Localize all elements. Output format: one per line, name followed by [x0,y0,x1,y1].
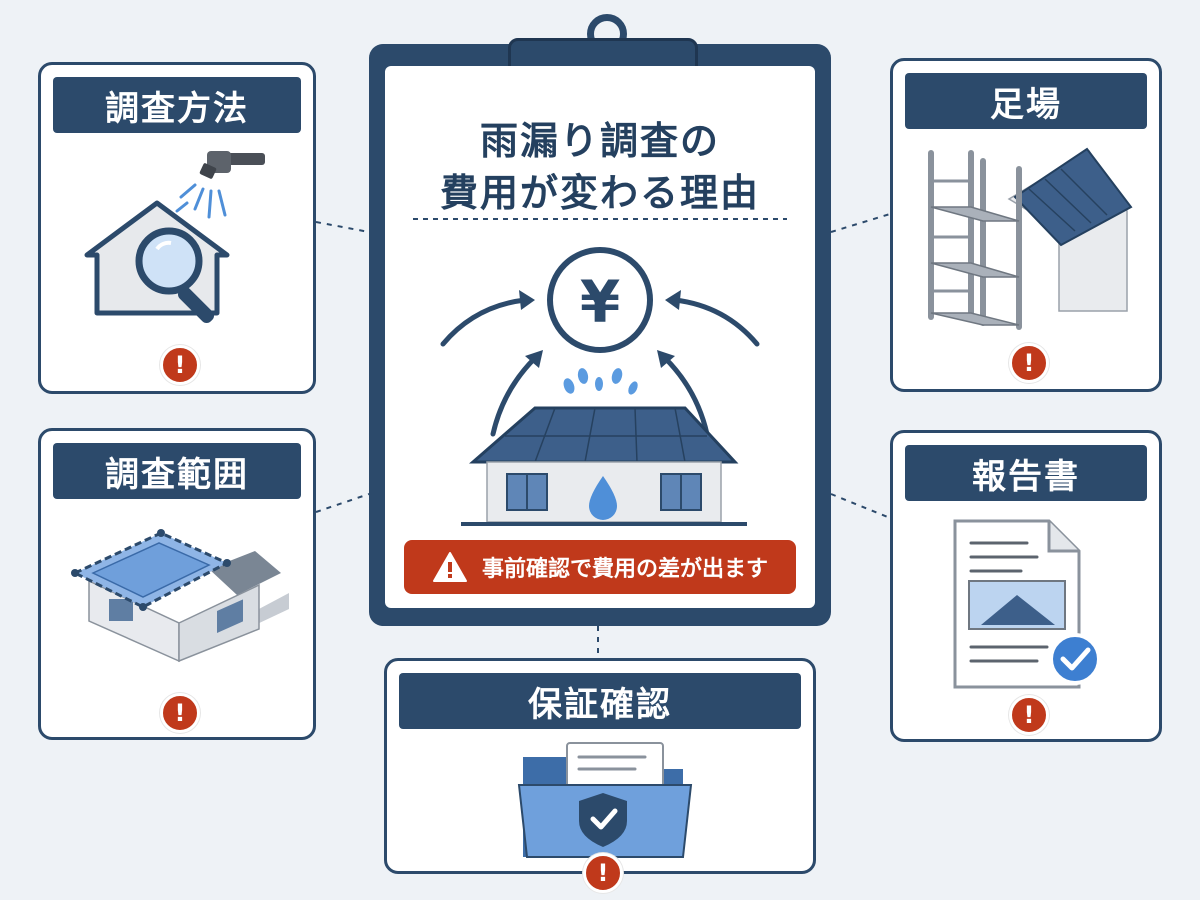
checkmark-icon [1049,633,1101,685]
card-label-warranty-check: 保証確認 [399,673,801,729]
card-survey-method: 調査方法 ! [38,62,316,394]
water-drop-icon [589,476,617,520]
cost-diagram: ¥ [440,247,760,526]
card-label-report: 報告書 [905,445,1147,501]
alert-icon: ! [160,345,200,385]
roof-area-icon [71,529,289,663]
title-line-1: 雨漏り調査の [479,119,720,163]
card-label-survey-method: 調査方法 [53,77,301,133]
warning-triangle-icon [432,552,467,582]
yen-icon [547,247,653,353]
alert-icon: ! [1009,695,1049,735]
scaffold-icon [928,147,1133,330]
card-label-scaffold: 足場 [905,73,1147,129]
title-divider [413,218,787,220]
clipboard-panel: 雨漏り調査の 費用が変わる理由 ¥ [369,14,831,626]
card-label-survey-scope: 調査範囲 [53,443,301,499]
house-magnifier-icon [84,151,265,324]
report-document-icon [953,519,1101,689]
clipboard-paper: 雨漏り調査の 費用が変わる理由 ¥ [385,66,815,608]
alert-icon: ! [160,693,200,733]
card-warranty-check: 保証確認 ! [384,658,816,893]
title-line-2: 費用が変わる理由 [439,171,760,215]
shield-folder-icon [517,742,693,858]
sprinkler-icon [175,151,265,219]
yen-symbol: ¥ [580,268,620,336]
card-survey-scope: 調査範囲 ! [38,428,316,740]
card-scaffold: 足場 ! [890,58,1162,392]
warning-text: 事前確認で費用の差が出ます [481,557,768,582]
card-report: 報告書 ! [890,430,1162,742]
alert-icon: ! [583,853,623,893]
alert-icon: ! [1009,343,1049,383]
warning-banner: 事前確認で費用の差が出ます [404,540,796,594]
